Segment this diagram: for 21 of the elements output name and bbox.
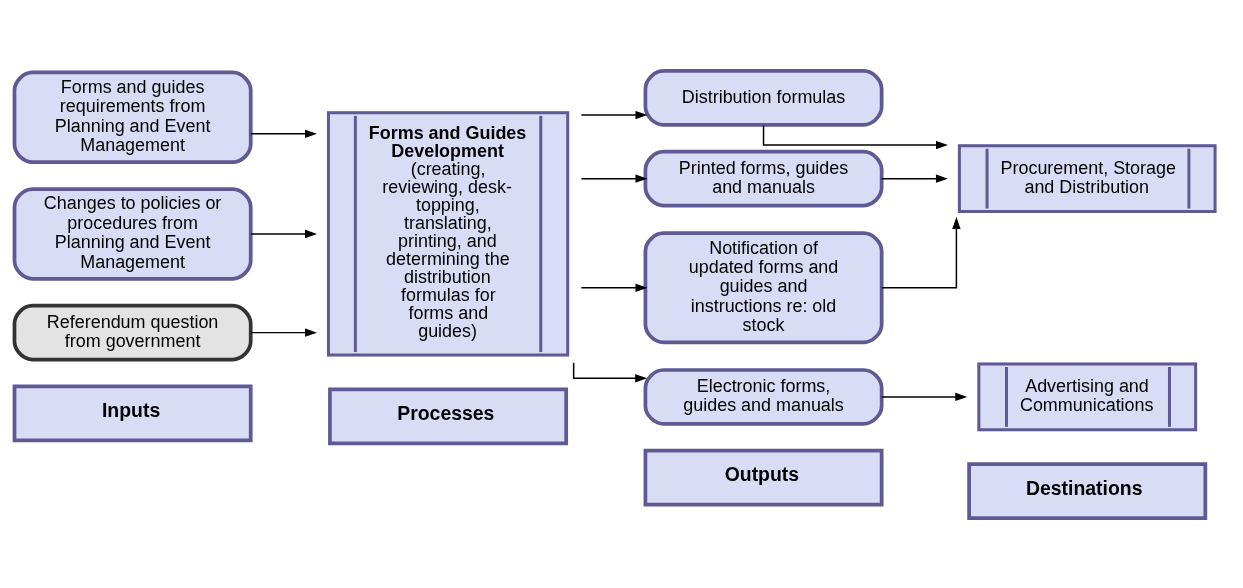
- arrow: [580, 173, 648, 183]
- node-box: Distribution formulas: [643, 68, 884, 127]
- arrow: [250, 327, 317, 337]
- node-box: Notification of updated forms and guides and instructions re: old stock: [643, 230, 884, 344]
- arrow: [762, 124, 948, 149]
- arrow: [881, 173, 948, 183]
- node-box: Electronic forms, guides and manuals: [643, 367, 884, 426]
- arrow: [580, 110, 648, 119]
- node-box: Referendum question from government: [12, 303, 253, 361]
- node-box: Inputs: [12, 384, 253, 442]
- node-box: Printed forms, guides and manuals: [643, 149, 884, 207]
- arrow: [580, 283, 648, 292]
- arrow: [881, 216, 961, 288]
- node-box: Outputs: [643, 448, 884, 506]
- node-box: Destinations: [967, 461, 1208, 520]
- node-box: Forms and guides requirements from Planning and Event Management: [12, 70, 253, 164]
- arrow: [250, 129, 317, 138]
- arrow: [250, 229, 317, 238]
- node-box: Processes: [328, 387, 569, 445]
- node-box: Changes to policies or procedures from Planning and Event Management: [12, 186, 253, 281]
- arrow: [881, 392, 968, 401]
